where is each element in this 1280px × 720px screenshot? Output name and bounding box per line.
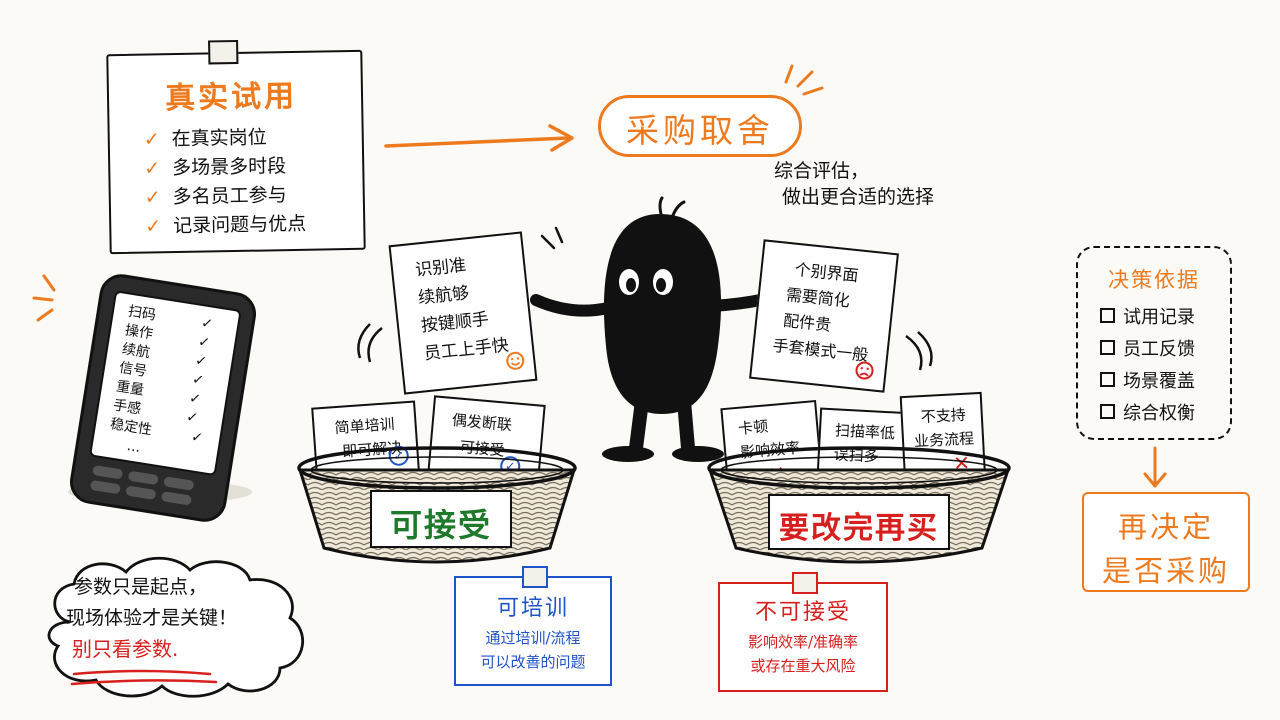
trainable-note: 可培训 通过培训/流程 可以改善的问题 xyxy=(454,566,612,686)
cloud-line3: 别只看参数. xyxy=(72,637,179,661)
checkbox-icon xyxy=(1100,308,1115,323)
tape-icon xyxy=(522,566,548,588)
basis-item: 员工反馈 xyxy=(1100,334,1230,366)
motion-lines-icon xyxy=(905,331,933,371)
accept-label: 可接受 xyxy=(370,490,512,548)
check-icon: ✓ xyxy=(196,333,212,352)
basis-item: 综合权衡 xyxy=(1100,398,1230,430)
trial-note: 真实试用 ✓在真实岗位 ✓多场景多时段 ✓多名员工参与 ✓记录问题与优点 xyxy=(106,39,366,255)
decision-basis-title: 决策依据 xyxy=(1108,268,1200,292)
down-arrow-icon xyxy=(1143,446,1167,488)
checkbox-icon xyxy=(1100,372,1115,387)
cloud-line2: 现场体验才是关键！ xyxy=(66,607,238,629)
procurement-title: 采购取舍 xyxy=(626,111,774,150)
check-icon: ✓ xyxy=(190,428,205,447)
trainable-title: 可培训 xyxy=(496,596,569,621)
unacceptable-note: 不可接受 影响效率/准确率 或存在重大风险 xyxy=(718,572,888,692)
check-icon: ✓ xyxy=(144,157,161,180)
thought-cloud xyxy=(47,556,305,698)
check-icon: ✓ xyxy=(144,186,161,209)
check-icon: ✓ xyxy=(188,390,203,408)
check-icon: ✓ xyxy=(145,215,162,238)
basis-item: 场景覆盖 xyxy=(1100,366,1230,398)
character-figure xyxy=(530,196,784,462)
check-icon: ✓ xyxy=(143,128,160,151)
pros-paper: 识别准 续航够 按键顺手 员工上手快 xyxy=(388,231,538,395)
tape-icon xyxy=(792,572,818,594)
check-icon: ✓ xyxy=(185,408,200,427)
reject-label: 要改完再买 xyxy=(768,494,950,550)
underline-icon xyxy=(70,669,218,686)
checkbox-icon xyxy=(1100,340,1115,355)
procurement-pill: 采购取舍 xyxy=(598,95,802,157)
smile-icon xyxy=(506,351,525,370)
frown-icon xyxy=(855,361,874,380)
checkbox-icon xyxy=(1100,404,1115,419)
decision-basis-box: 决策依据 试用记录 员工反馈 场景覆盖 综合权衡 xyxy=(1076,246,1232,440)
procurement-subtitle: 综合评估， 做出更合适的选择 xyxy=(774,160,935,208)
checklist-item: ✓多名员工参与 xyxy=(144,184,287,209)
unacceptable-title: 不可接受 xyxy=(754,600,851,625)
device-screen: 扫码✓ 操作✓ 续航✓ 信号✓ 重量✓ 手感✓ 稳定性✓ ... xyxy=(88,290,242,477)
checklist-item: ✓多场景多时段 xyxy=(144,155,287,180)
motion-lines-icon xyxy=(357,323,383,363)
device-sparkle-icon xyxy=(32,274,56,322)
cloud-line1: 参数只是起点， xyxy=(74,576,208,598)
accept-label-text: 可接受 xyxy=(389,506,492,544)
flow-arrow-icon xyxy=(384,124,574,152)
tape-icon xyxy=(208,39,239,65)
trial-note-title: 真实试用 xyxy=(164,78,298,117)
final-decision-line1: 再决定 xyxy=(1117,510,1214,544)
cons-paper: 个别界面 需要简化 配件贵 手套模式一般 xyxy=(749,239,899,393)
final-decision-line2: 是否采购 xyxy=(1101,554,1230,588)
final-decision-box: 再决定 是否采购 xyxy=(1082,492,1250,592)
decision-basis-list: 试用记录 员工反馈 场景覆盖 综合权衡 xyxy=(1100,302,1230,430)
check-icon: ✓ xyxy=(193,352,209,371)
cloud-text: 参数只是起点， 现场体验才是关键！ 别只看参数. xyxy=(66,572,237,665)
emphasis-marks-icon xyxy=(784,64,824,96)
checklist-item: ✓记录问题与优点 xyxy=(145,212,307,238)
check-icon: ✓ xyxy=(191,371,206,390)
check-icon: ✓ xyxy=(199,315,215,333)
reject-label-text: 要改完再买 xyxy=(779,511,939,546)
checklist-item: ✓在真实岗位 xyxy=(143,126,267,151)
basis-item: 试用记录 xyxy=(1100,302,1230,334)
trial-checklist: ✓在真实岗位 ✓多场景多时段 ✓多名员工参与 ✓记录问题与优点 xyxy=(144,123,307,242)
